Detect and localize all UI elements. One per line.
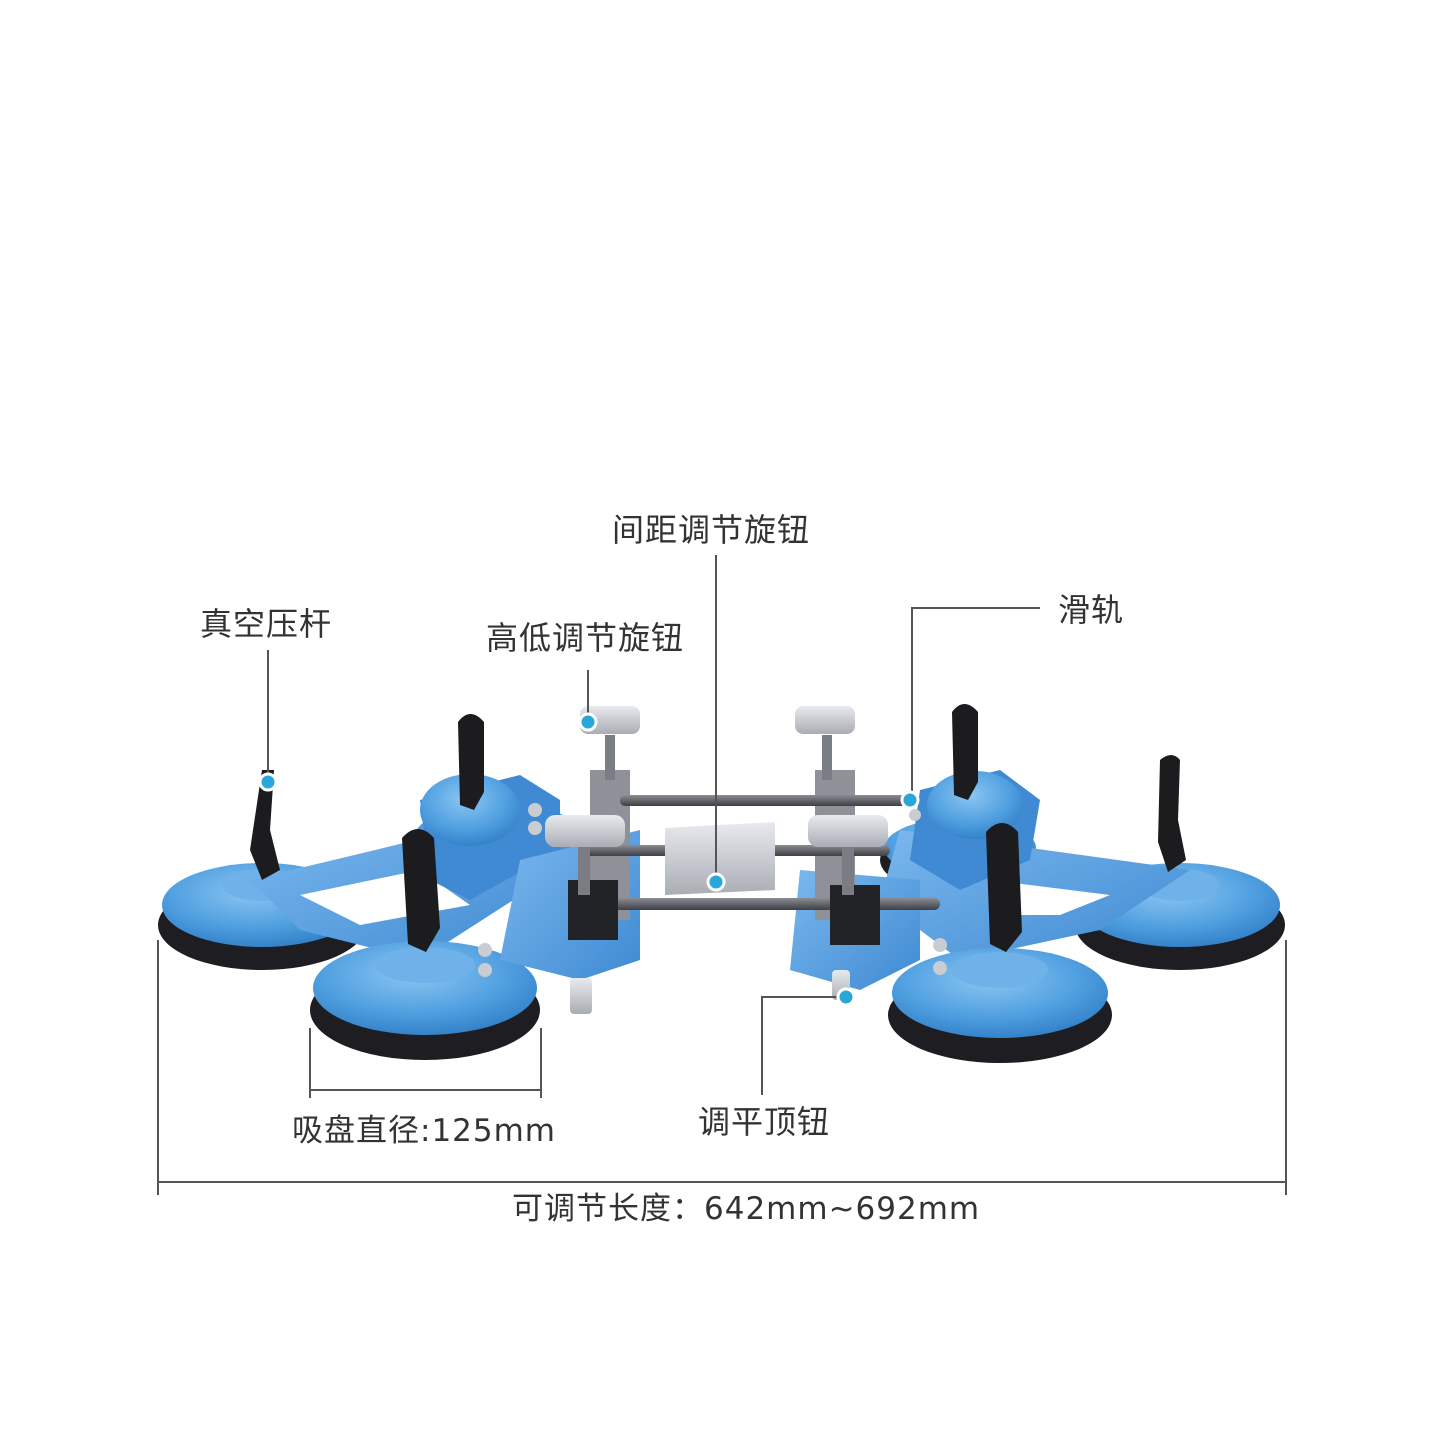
right-front-cup: [888, 948, 1112, 1063]
vacuum-lever-dot: [258, 772, 278, 792]
leveling-knob-label: 调平顶钮: [698, 1103, 831, 1141]
height-knob-front-right: [808, 815, 888, 895]
spacing-knob-label: 间距调节旋钮: [612, 511, 811, 549]
height-knob-label: 高低调节旋钮: [486, 619, 685, 657]
callout-leaders: [267, 555, 1040, 1095]
right-suction-unit: [880, 704, 1285, 1063]
right-rail-block: [830, 885, 880, 945]
callout-dots: [258, 712, 920, 1007]
slide-rail-dot: [900, 790, 920, 810]
slide-rail-leader: [911, 607, 1040, 800]
cup-diameter-label: 吸盘直径:125mm: [292, 1113, 557, 1149]
left-rail-block: [568, 880, 618, 940]
adjustable-length-label: 可调节长度：642mm~692mm: [512, 1191, 981, 1227]
spacing-knob-dot: [706, 872, 726, 892]
slide-rail-label: 滑轨: [1058, 591, 1125, 629]
left-front-handle: [402, 829, 440, 952]
leveling-knob-left: [570, 978, 592, 1014]
back-slide-rail: [620, 795, 910, 806]
left-suction-unit: [158, 714, 590, 1060]
spacing-knob-block: [665, 822, 775, 895]
left-vacuum-lever-handle: [250, 770, 280, 880]
front-slide-rail: [570, 898, 940, 910]
height-knob-dot: [578, 712, 598, 732]
height-knob-back-right: [795, 706, 855, 780]
right-back-handle: [952, 704, 978, 800]
leveling-knob-dot: [836, 987, 856, 1007]
leveling-knob-leader: [761, 996, 845, 1095]
height-knob-front-left: [545, 815, 625, 895]
right-lever-handle: [1158, 755, 1186, 872]
vacuum-lever-label: 真空压杆: [200, 605, 333, 643]
right-front-handle: [986, 823, 1022, 952]
left-back-handle: [458, 714, 484, 810]
adjustable-length-dimension: [157, 940, 1287, 1195]
center-mechanism: [500, 706, 940, 1014]
cup-diameter-dimension: [309, 1028, 542, 1098]
